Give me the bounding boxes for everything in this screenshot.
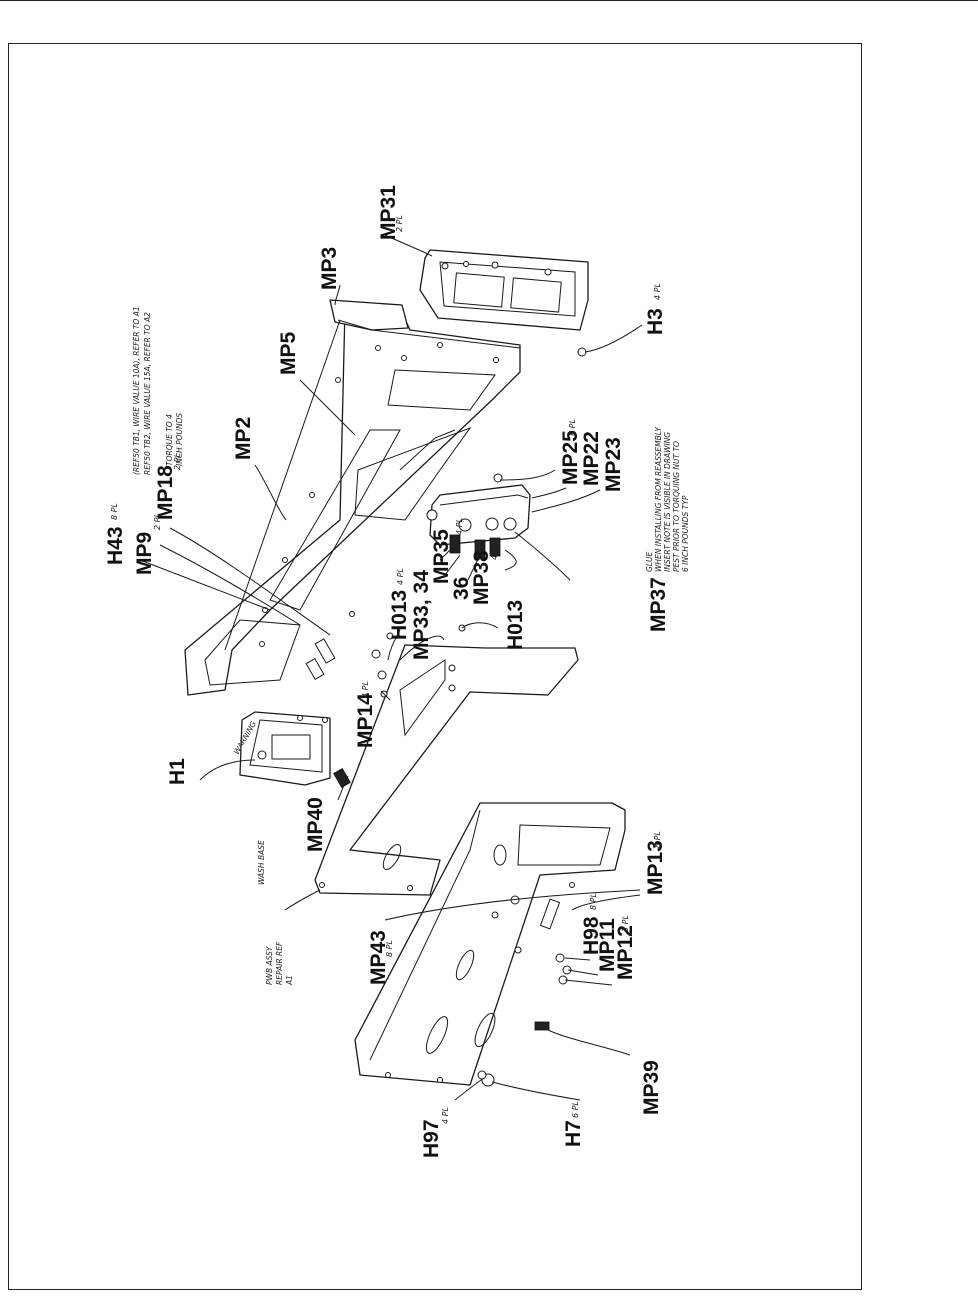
front-panel-mp31	[419, 249, 589, 331]
label-mp40: MP40	[304, 797, 327, 852]
qty-mp25: 6 PL	[568, 419, 577, 436]
qty-h013-a: 4 PL	[396, 568, 405, 585]
note-mp37-2: WHEN INSTALLING FROM REASSEMBLY	[654, 426, 663, 572]
label-h7: H7	[562, 1120, 585, 1147]
leader-lines	[139, 234, 643, 1101]
qty-h43: 8 PL	[110, 503, 119, 520]
qty-h97: 4 PL	[441, 1107, 450, 1124]
label-mp33-34: MP33, 34	[410, 570, 433, 660]
label-mp31: MP31	[377, 185, 400, 240]
qty-mp18: 2 PL	[173, 453, 182, 470]
qty-mp9: 2 PL	[153, 513, 162, 530]
note-mp37-1: GLUE	[645, 552, 654, 572]
label-mp37: MP37	[647, 577, 670, 632]
label-h43: H43	[104, 526, 127, 565]
label-mp5: MP5	[277, 332, 300, 376]
page-top-rule	[0, 0, 978, 1]
note-mp18-line4: INCH POUNDS	[175, 413, 184, 466]
note-mp37-5: 6 INCH POUNDS TYP	[681, 495, 690, 572]
note-mp18-line2: REF50 TB2, WIRE VALUE 15A, REFER TO A2	[143, 312, 152, 475]
label-h1: H1	[166, 758, 189, 785]
qty-h3: 4 PL	[653, 283, 662, 300]
label-mp25: MP25	[559, 430, 582, 485]
label-mp9: MP9	[133, 532, 156, 575]
label-mp43: MP43	[367, 930, 390, 985]
label-h3: H3	[644, 308, 667, 335]
qty-h7: 6 PL	[571, 1101, 580, 1118]
note-pwb-2: REPAIR REF	[275, 941, 284, 985]
label-h013-a: H013	[388, 590, 411, 640]
note-mp18-line1: (REF50 TB1, WIRE VALUE 10A), REFER TO A1	[132, 306, 141, 475]
label-h97: H97	[420, 1119, 443, 1158]
qty-mp35: 4 PL	[455, 518, 464, 535]
figure-frame	[8, 43, 862, 1290]
label-36: 36	[450, 577, 473, 600]
qty-mp12: 3 PL	[621, 915, 630, 932]
note-pwb-1: PWB ASSY	[265, 945, 274, 985]
label-mp3: MP3	[318, 247, 341, 290]
qty-mp43: 8 PL	[385, 940, 394, 957]
qty-mp14: 4 PL	[361, 681, 370, 698]
label-mp39: MP39	[640, 1060, 663, 1115]
label-h98: H98	[580, 916, 603, 955]
chassis-mp5	[184, 299, 521, 696]
qty-mp13: 8 PL	[653, 831, 662, 848]
label-mp2: MP2	[232, 417, 255, 460]
label-mp35: MP35	[430, 529, 453, 584]
note-pwb-3: A1	[285, 975, 294, 986]
label-mp38: MP38	[470, 550, 493, 605]
base-plate-mp43	[354, 802, 626, 1086]
label-h013-b: H013	[504, 600, 527, 650]
label-mp23: MP23	[602, 437, 625, 492]
note-mp37-3: INSERT NOTE IS VISIBLE IN DRAWING	[663, 432, 672, 572]
note-mp37-4: PEST PRIOR TO TORQUING NUT TO	[672, 441, 681, 572]
label-mp18: MP18	[154, 465, 177, 520]
qty-mp31: 2 PL	[395, 215, 404, 232]
label-mp11: MP11	[596, 918, 619, 972]
label-mp22: MP22	[580, 431, 603, 486]
label-mp12: MP12	[614, 925, 637, 980]
qty-h98: 8 PL	[589, 893, 598, 910]
switch-box-mp22	[426, 473, 531, 559]
note-mp18-line3: TORQUE TO 4	[165, 414, 174, 466]
label-mp14: MP14	[354, 693, 377, 748]
label-mp13: MP13	[644, 840, 667, 895]
note-h1-2: WASH BASE	[257, 840, 266, 885]
connector-panel-h1	[239, 711, 331, 786]
qty-mp38: 4 PL	[490, 543, 499, 560]
